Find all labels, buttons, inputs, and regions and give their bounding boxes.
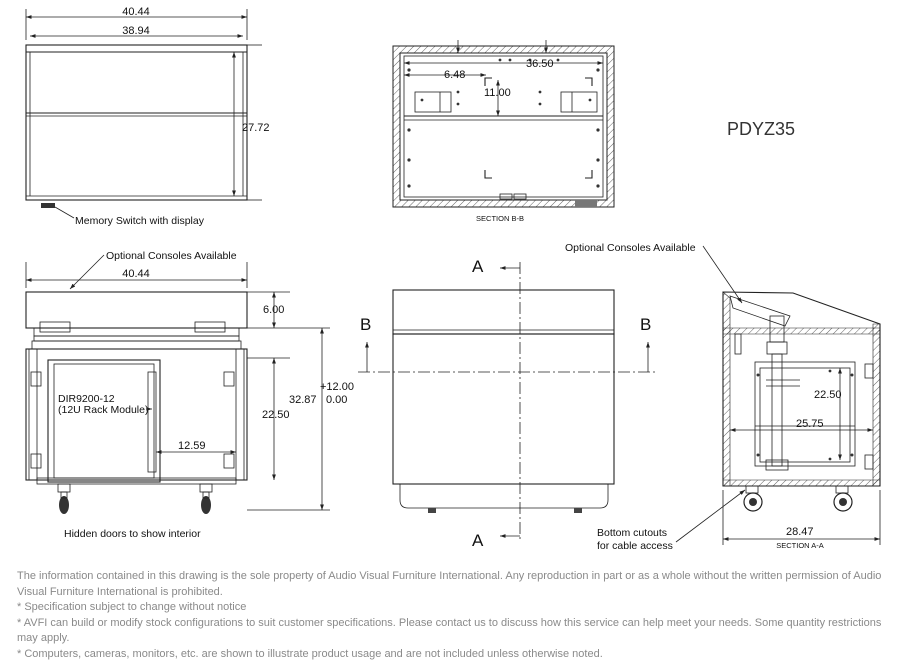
rack-label-line1: DIR9200-12 [58,393,115,405]
cutouts-callout-line2: for cable access [597,540,673,552]
rack-dim: 12.59 [178,440,206,452]
disclaimer-text: The information contained in this drawin… [17,570,882,598]
front-caption: Hidden doors to show interior [64,528,201,540]
aa-height: 22.50 [814,389,842,401]
lift-zero: 0.00 [326,394,347,406]
center-view: A A B B [358,257,656,550]
section-a-top: A [472,257,484,276]
front-width: 40.44 [122,268,150,280]
bb-offset: 6.48 [444,69,465,81]
bb-height: 11.00 [484,87,511,99]
top-width-outer: 40.44 [122,6,150,18]
note-item: * AVFI can build or modify stock configu… [17,616,882,645]
top-view: 40.44 38.94 27.72 Memory Switch with dis… [25,6,270,227]
lift-plus: +12.00 [320,381,354,393]
section-a-bottom: A [472,531,484,550]
note-item: * Specification subject to change withou… [17,601,247,613]
front-view: Optional Consoles Available 40.44 [25,250,354,540]
model-name: PDYZ35 [727,119,795,139]
technical-drawing: 40.44 38.94 27.72 Memory Switch with dis… [25,6,881,552]
note-item: * Computers, cameras, monitors, etc. are… [17,647,603,660]
bb-width: 36.50 [526,58,554,70]
top-width-inner: 38.94 [122,25,150,37]
section-bb: 36.50 6.48 11.00 SECTION B-B [392,40,615,223]
section-b-left: B [360,315,371,334]
front-consoles-callout: Optional Consoles Available [106,250,237,262]
section-bb-title: SECTION B-B [476,214,524,223]
section-aa: Optional Consoles Available [565,242,881,552]
front-dim-lower: 22.50 [262,409,290,421]
aa-depth: 28.47 [786,526,814,538]
rack-label-line2: (12U Rack Module) [58,404,148,416]
disclaimer-notes: The information contained in this drawin… [17,569,887,662]
cutouts-callout-line1: Bottom cutouts [597,527,667,539]
memory-switch-callout: Memory Switch with display [75,215,205,227]
section-aa-title: SECTION A-A [776,541,824,550]
front-dim-top: 6.00 [263,304,284,316]
aa-consoles-callout: Optional Consoles Available [565,242,696,254]
aa-inner-depth: 25.75 [796,418,824,430]
section-b-right: B [640,315,651,334]
top-depth: 27.72 [242,122,270,134]
front-dim-total: 32.87 [289,394,317,406]
